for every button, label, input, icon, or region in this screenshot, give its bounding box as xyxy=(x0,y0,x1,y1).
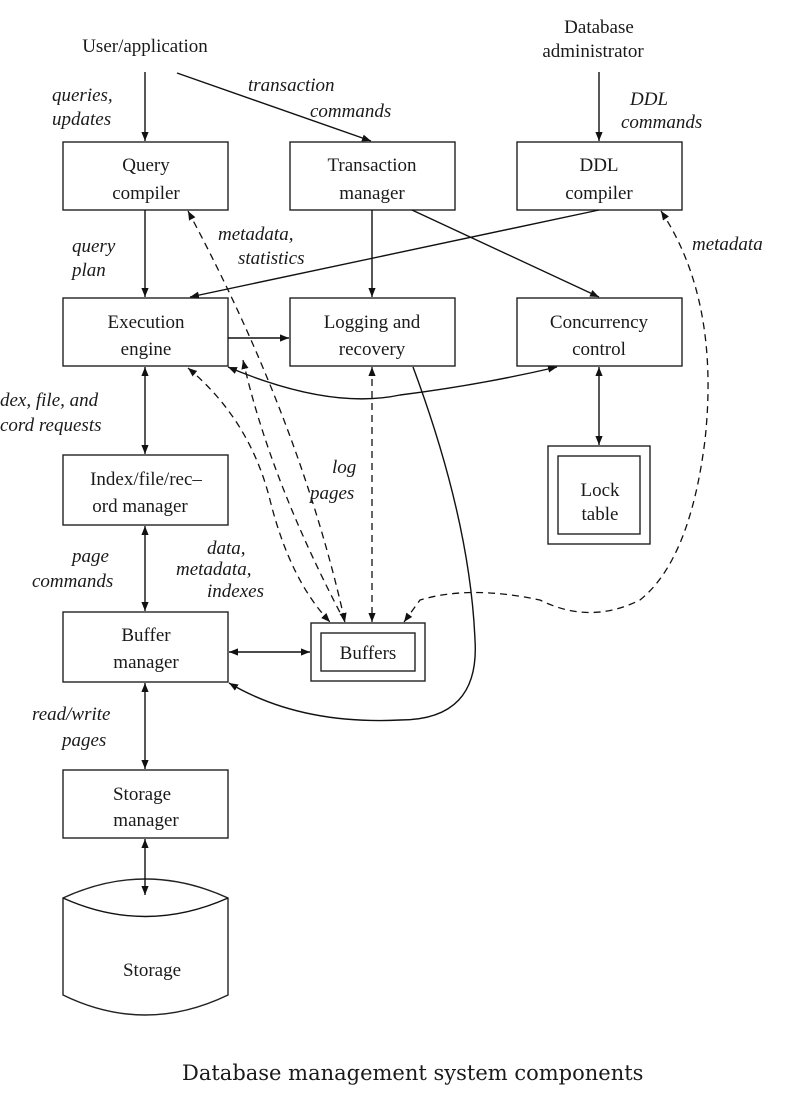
svg-text:control: control xyxy=(572,339,626,360)
dashed-ddl-buffers xyxy=(403,210,709,623)
svg-text:Lock: Lock xyxy=(580,480,620,501)
execution-engine-box: Execution engine xyxy=(62,297,229,367)
logging-recovery-box: Logging and recovery xyxy=(289,297,456,367)
label-rw-pages: pages xyxy=(60,730,106,751)
label-ddl: DDL xyxy=(629,89,668,110)
dashed-execution-buffers xyxy=(187,367,331,623)
label-queries: queries, xyxy=(52,85,113,106)
svg-text:Concurrency: Concurrency xyxy=(550,312,649,333)
label-pages: pages xyxy=(308,483,354,504)
svg-text:table: table xyxy=(582,504,619,525)
label-commands: commands xyxy=(310,101,391,122)
svg-text:engine: engine xyxy=(121,339,172,360)
svg-text:Buffer: Buffer xyxy=(121,625,171,646)
index-file-record-manager-box: Index/file/rec– ord manager xyxy=(62,454,229,526)
svg-text:DDL: DDL xyxy=(579,155,618,176)
svg-text:Buffers: Buffers xyxy=(340,643,397,664)
actor-user-application: User/application xyxy=(82,36,208,57)
svg-text:manager: manager xyxy=(113,810,179,831)
label-index-requests-2: cord requests xyxy=(0,415,102,436)
buffers-box: Buffers xyxy=(310,622,426,682)
label-page-commands: commands xyxy=(32,571,113,592)
label-plan: plan xyxy=(70,260,106,281)
label-metadata-2: metadata, xyxy=(176,559,251,580)
svg-text:compiler: compiler xyxy=(565,183,633,204)
query-compiler-box: Query compiler xyxy=(62,141,229,211)
transaction-manager-box: Transaction manager xyxy=(289,141,456,211)
label-statistics: statistics xyxy=(238,248,305,269)
ddl-compiler-box: DDL compiler xyxy=(516,141,683,211)
label-query: query xyxy=(72,236,116,257)
svg-text:manager: manager xyxy=(113,652,179,673)
label-metadata: metadata xyxy=(692,234,763,255)
svg-text:ord manager: ord manager xyxy=(92,496,188,517)
arrow-user-to-transaction-manager xyxy=(176,72,372,142)
label-transaction: transaction xyxy=(248,75,335,96)
label-log: log xyxy=(332,457,356,478)
label-ddl-commands: commands xyxy=(621,112,702,133)
svg-text:manager: manager xyxy=(339,183,405,204)
label-metadata-comma: metadata, xyxy=(218,224,293,245)
label-indexes: indexes xyxy=(207,581,264,602)
svg-text:Execution: Execution xyxy=(107,312,185,333)
storage-manager-box: Storage manager xyxy=(62,769,229,839)
svg-text:compiler: compiler xyxy=(112,183,180,204)
buffer-manager-box: Buffer manager xyxy=(62,611,229,683)
svg-text:Index/file/rec–: Index/file/rec– xyxy=(90,469,202,490)
arrow-transaction-manager-to-concurrency xyxy=(411,209,600,298)
concurrency-control-box: Concurrency control xyxy=(516,297,683,367)
arrow-execution-concurrency xyxy=(227,365,558,400)
label-updates: updates xyxy=(52,109,111,130)
svg-text:Transaction: Transaction xyxy=(327,155,417,176)
label-data: data, xyxy=(207,538,246,559)
label-page: page xyxy=(70,546,109,567)
svg-text:Storage: Storage xyxy=(123,960,181,981)
label-index-requests-1: dex, file, and xyxy=(0,390,99,411)
storage-cylinder: Storage xyxy=(62,878,229,1016)
lock-table-box: Lock table xyxy=(547,445,651,545)
figure-caption: Database management system components xyxy=(182,1061,643,1085)
svg-text:recovery: recovery xyxy=(339,339,406,360)
svg-text:Storage: Storage xyxy=(113,784,171,805)
svg-text:Query: Query xyxy=(122,155,170,176)
actor-dba-line1: Database xyxy=(564,17,634,38)
actor-dba-line2: administrator xyxy=(542,41,644,62)
label-read-write: read/write xyxy=(32,704,110,725)
svg-text:Logging and: Logging and xyxy=(324,312,421,333)
